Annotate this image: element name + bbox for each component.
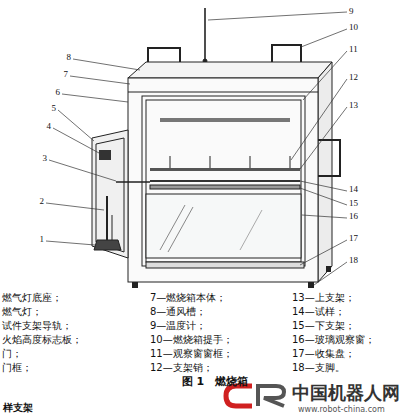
drawing-rect (146, 262, 304, 268)
drawing-line (58, 110, 94, 141)
leader-lines (46, 12, 347, 285)
callout-number: 3 (43, 154, 48, 164)
drawing-rect (160, 118, 290, 122)
parts-list-item: 门； (2, 348, 22, 359)
drawing-line (168, 207, 193, 252)
drawing-path (318, 140, 340, 176)
drawing-line (303, 51, 347, 100)
parts-list-item: 7—燃烧箱本体； (150, 292, 226, 303)
callout-number: 13 (349, 101, 358, 111)
figure-caption: 图 1 燃烧箱 (182, 376, 248, 388)
parts-list-item: 9—温度计； (150, 320, 206, 331)
drawing-line (300, 188, 347, 205)
drawing-polygon (94, 240, 121, 250)
drawing-line (301, 29, 347, 47)
drawing-path (226, 386, 252, 406)
callout-number: 16 (349, 212, 358, 222)
callout-number: 6 (56, 88, 61, 98)
callout-number: 2 (40, 197, 45, 207)
drawing-line (70, 76, 130, 84)
parts-list-item: 16—玻璃观察窗； (292, 334, 375, 345)
drawing-polygon (92, 130, 128, 258)
parts-list-item: 12—支架销； (150, 362, 213, 373)
drawing-rect (150, 185, 300, 189)
callout-number: 9 (349, 7, 354, 17)
drawing-line (46, 241, 95, 245)
drawing-rect (142, 96, 305, 266)
parts-list-item: 17—收集盘； (292, 348, 355, 359)
watermark-text: www.robot-china.com (298, 406, 385, 415)
drawing-rect (150, 180, 300, 182)
drawing-line (73, 59, 140, 70)
drawing-line (170, 156, 171, 168)
drawing-rect (326, 266, 331, 272)
drawing-line (314, 262, 347, 285)
parts-list-item: 火焰高度标志板； (2, 334, 82, 345)
drawing-line (204, 8, 206, 60)
callout-number: 15 (349, 199, 358, 209)
callout-number: 17 (349, 234, 358, 244)
drawing-line (300, 181, 347, 191)
drawing-polygon (96, 138, 124, 252)
drawing-polygon (128, 62, 332, 78)
callout-number: 10 (349, 23, 358, 33)
callout-number: 4 (47, 122, 52, 132)
drawing-line (208, 12, 347, 20)
callout-number: 12 (349, 73, 358, 83)
drawing-rect (99, 150, 111, 160)
parts-list-item: 8—通风槽； (150, 306, 206, 317)
callout-number: 7 (64, 70, 69, 80)
parts-list-item: 试件支架导轨； (2, 320, 72, 331)
drawing-line (53, 128, 99, 153)
drawing-rect (132, 282, 138, 288)
drawing-line (250, 156, 251, 168)
callout-number: 1 (40, 235, 45, 245)
drawing-line (46, 203, 104, 210)
callout-number: 11 (349, 45, 358, 55)
parts-list-item: 门框； (2, 362, 32, 373)
parts-list-item: 15—下支架； (292, 320, 355, 331)
parts-list-item: 10—燃烧箱提手； (150, 334, 233, 345)
parts-list-item: 11—观察窗窗框； (150, 348, 233, 359)
parts-list-item: 燃气灯； (2, 306, 42, 317)
drawing-line (290, 156, 291, 168)
drawing-line (291, 79, 347, 160)
drawing-line (128, 92, 318, 93)
parts-list-item: 燃气灯底座； (2, 292, 62, 303)
section-heading: 样支架 (3, 402, 33, 413)
callout-number: 8 (67, 53, 72, 63)
drawing-line (106, 196, 108, 240)
drawing-line (240, 210, 262, 250)
parts-list-item: 18—支脚。 (292, 362, 345, 373)
drawing-rect (150, 168, 300, 171)
drawing-line (49, 160, 116, 181)
callout-number: 14 (349, 185, 358, 195)
watermark-text: 中国机器人网 (292, 383, 400, 403)
parts-list-item: 13—上支架； (292, 292, 355, 303)
callout-number: 18 (349, 256, 358, 266)
drawing-line (302, 215, 347, 218)
parts-list-item: 14—试样； (292, 306, 345, 317)
drawing-line (300, 107, 347, 169)
drawing-line (300, 240, 347, 265)
drawing-line (210, 156, 211, 168)
drawing-path (258, 386, 284, 406)
drawing-line (62, 94, 128, 102)
drawing-rect (308, 282, 314, 288)
drawing-rect (128, 78, 318, 282)
drawing-rect (146, 100, 301, 262)
drawing-rect (146, 194, 301, 258)
callout-number: 5 (52, 104, 57, 114)
drawing-line (116, 181, 150, 182)
drawing-line (112, 215, 113, 240)
drawing-path (272, 45, 301, 62)
